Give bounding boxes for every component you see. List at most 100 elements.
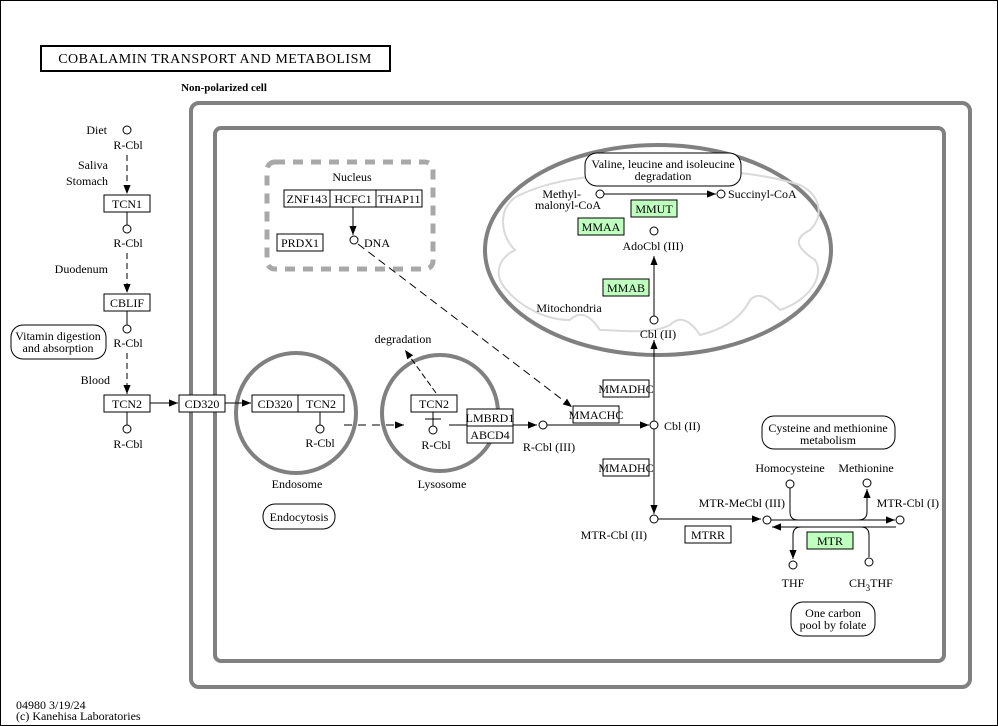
compound-rcbl-cblif[interactable] — [122, 324, 132, 334]
lysosome-label: Lysosome — [418, 477, 467, 491]
gene-cd320-endosome[interactable]: CD320 — [251, 394, 299, 413]
compound-homocysteine[interactable] — [785, 479, 795, 489]
map-id-date: 04980 3/19/24 — [16, 698, 86, 712]
mitochondria-label: Mitochondria — [536, 301, 602, 315]
endosome-compartment — [234, 351, 358, 475]
endosome-label: Endosome — [272, 477, 323, 491]
compound-cbl-ii-cytosol[interactable] — [649, 420, 659, 430]
map-cysteine-methionine[interactable]: Cysteine and methionine metabolism — [761, 415, 896, 450]
svg-text:MMAA: MMAA — [582, 220, 621, 234]
edge-homocysteine — [789, 488, 799, 521]
edge-thf — [789, 526, 802, 559]
svg-text:ABCD4: ABCD4 — [470, 428, 509, 442]
compound-succinyl-coa[interactable] — [716, 189, 726, 199]
nucleus-label: Nucleus — [332, 170, 372, 184]
svg-text:MMAB: MMAB — [607, 281, 645, 295]
gene-prdx1[interactable]: PRDX1 — [276, 233, 324, 252]
svg-text:CBLIF: CBLIF — [110, 296, 144, 310]
svg-text:pool by folate: pool by folate — [800, 618, 867, 632]
gene-znf143[interactable]: ZNF143 — [283, 189, 331, 208]
compound-mtr-mecbl-iii[interactable] — [762, 515, 772, 525]
gene-tcn2-endosome[interactable]: TCN2 — [297, 394, 345, 413]
compound-label: R-Cbl — [113, 336, 143, 350]
edge-ch3thf — [860, 526, 870, 557]
compound-rcbl-tcn1[interactable] — [122, 224, 132, 234]
svg-text:TCN2: TCN2 — [306, 397, 336, 411]
compound-label: R-Cbl — [305, 436, 335, 450]
stomach-label: Stomach — [66, 174, 108, 188]
compound-rcbl-tcn2[interactable] — [122, 424, 132, 434]
svg-text:LMBRD1: LMBRD1 — [466, 411, 515, 425]
edge-dna-mmachc — [357, 243, 573, 408]
compound-thf[interactable] — [788, 560, 798, 570]
svg-text:TCN1: TCN1 — [112, 197, 142, 211]
map-vitamin-digestion[interactable]: Vitamin digestion and absorption — [10, 324, 107, 360]
svg-text:Cysteine and methionine: Cysteine and methionine — [768, 421, 887, 435]
svg-text:MTRR: MTRR — [691, 528, 725, 542]
compound-cbl-ii-mito[interactable] — [649, 315, 659, 325]
svg-text:CD320: CD320 — [258, 397, 293, 411]
diet-label: Diet — [86, 123, 107, 137]
svg-text:MMACHC: MMACHC — [569, 408, 624, 422]
gene-tcn2-blood[interactable]: TCN2 — [103, 394, 151, 413]
mitochondria-compartment — [483, 143, 833, 357]
svg-text:MMADHC: MMADHC — [598, 461, 653, 475]
gene-lmbrd1[interactable]: LMBRD1 — [466, 408, 515, 427]
compound-mtr-cbl-i[interactable] — [895, 515, 905, 525]
cell-label: Non-polarized cell — [181, 82, 267, 94]
svg-text:metabolism: metabolism — [800, 433, 857, 447]
gene-mtrr[interactable]: MTRR — [684, 525, 732, 544]
svg-text:MMUT: MMUT — [635, 202, 673, 216]
map-valine-leucine-isoleucine[interactable]: Valine, leucine and isoleucine degradati… — [584, 152, 742, 187]
compound-ch3thf[interactable] — [864, 557, 874, 567]
compound-rcbl-endosome[interactable] — [315, 424, 325, 434]
gene-mmaa[interactable]: MMAA — [577, 217, 625, 236]
compound-label: Methionine — [838, 461, 893, 475]
duodenum-label: Duodenum — [55, 262, 109, 276]
compound-mtr-cbl-ii[interactable] — [649, 514, 659, 524]
compound-label: MTR-MeCbl (III) — [699, 496, 785, 510]
compound-rcbl-diet[interactable] — [122, 125, 132, 135]
gene-mmachc[interactable]: MMACHC — [569, 405, 624, 424]
compound-label: R-Cbl (III) — [523, 440, 575, 454]
gene-abcd4[interactable]: ABCD4 — [466, 425, 514, 444]
gene-mmab[interactable]: MMAB — [602, 278, 650, 297]
gene-mmut[interactable]: MMUT — [630, 199, 678, 218]
compound-label: R-Cbl — [113, 138, 143, 152]
gene-hcfc1[interactable]: HCFC1 — [329, 189, 377, 208]
svg-text:Valine, leucine and isoleucine: Valine, leucine and isoleucine — [591, 157, 734, 171]
compound-methionine[interactable] — [862, 478, 872, 488]
gene-cblif[interactable]: CBLIF — [103, 293, 151, 312]
gene-thap11[interactable]: THAP11 — [375, 189, 423, 208]
compound-dna[interactable] — [349, 235, 359, 245]
gene-mmadhc-bottom[interactable]: MMADHC — [598, 458, 654, 477]
compound-rcbl-iii[interactable] — [538, 420, 548, 430]
svg-text:Vitamin digestion: Vitamin digestion — [15, 329, 101, 343]
compound-label: Cbl (II) — [664, 419, 700, 433]
svg-text:degradation: degradation — [635, 169, 692, 183]
compound-adocbl-iii[interactable] — [649, 226, 659, 236]
svg-text:and absorption: and absorption — [23, 341, 94, 355]
map-endocytosis[interactable]: Endocytosis — [262, 503, 336, 530]
gene-mmadhc-top[interactable]: MMADHC — [598, 379, 654, 398]
compound-rcbl-lysosome[interactable] — [428, 425, 438, 435]
blood-label: Blood — [81, 373, 110, 387]
gene-tcn1[interactable]: TCN1 — [103, 194, 151, 213]
compound-label: R-Cbl — [113, 437, 143, 451]
gene-mtr[interactable]: MTR — [806, 531, 854, 550]
gene-cd320-membrane[interactable]: CD320 — [178, 394, 226, 413]
title-box: COBALAMIN TRANSPORT AND METABOLISM — [40, 45, 391, 72]
compound-methylmalonyl-coa[interactable] — [595, 189, 605, 199]
map-one-carbon-pool[interactable]: One carbon pool by folate — [790, 601, 876, 637]
svg-text:PRDX1: PRDX1 — [281, 236, 319, 250]
svg-text:MTR: MTR — [817, 534, 843, 548]
gene-tcn2-lysosome[interactable]: TCN2 — [410, 394, 458, 413]
compound-label: THF — [782, 576, 805, 590]
mitochondria-inner-membrane — [497, 168, 820, 337]
degradation-label: degradation — [375, 332, 432, 346]
saliva-label: Saliva — [78, 158, 109, 172]
compound-label: Methyl- — [542, 187, 581, 201]
svg-text:One carbon: One carbon — [805, 606, 861, 620]
compound-label: Succinyl-CoA — [728, 187, 797, 201]
edge-methionine — [857, 489, 871, 521]
